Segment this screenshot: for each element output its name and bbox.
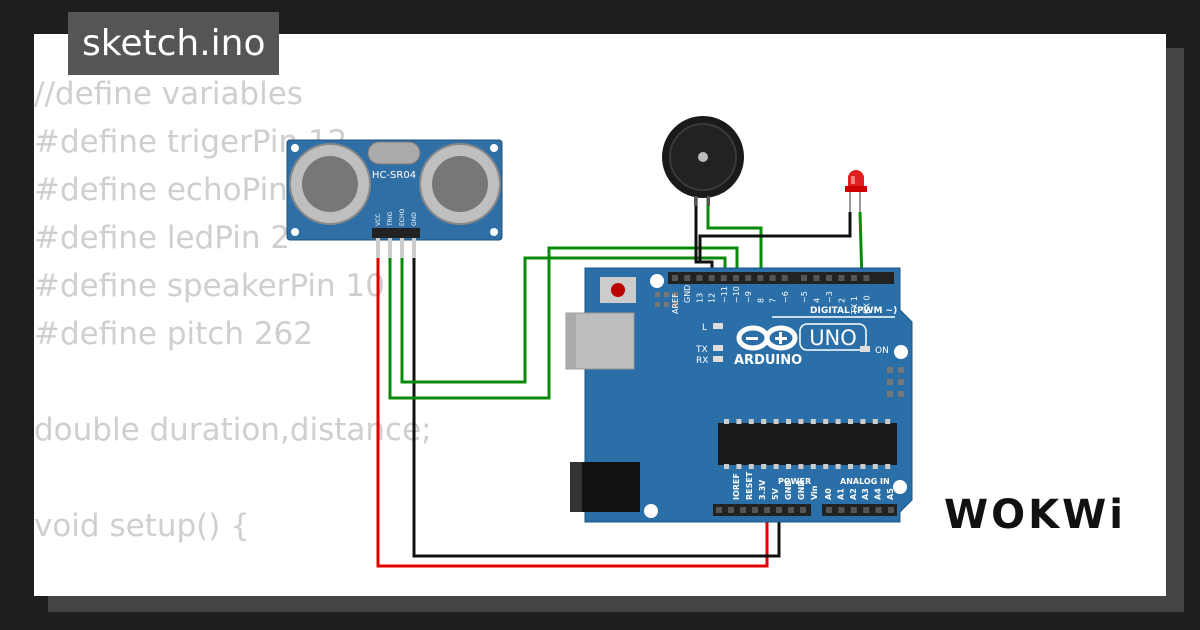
top-pin-label: 2 <box>838 298 847 303</box>
top-pin-label: ~3 <box>825 291 834 303</box>
sensor-pin-label: VCC <box>375 214 382 226</box>
sensor-pin-label: TRIG <box>387 211 394 227</box>
code-line: #define ledPin 2 <box>34 220 291 256</box>
top-pin-label: 4 <box>813 298 822 303</box>
rx-label: RX <box>696 356 708 366</box>
analog-pin-label: A2 <box>849 488 858 500</box>
top-pin-label: 12 <box>708 293 717 303</box>
power-label: POWER <box>778 477 811 486</box>
top-pin-label: GND <box>683 285 692 303</box>
top-pin-label: 8 <box>756 298 765 303</box>
top-pin-label: TX 1 <box>850 296 859 315</box>
top-pin-label: ~6 <box>781 291 790 303</box>
sensor-model-label: HC-SR04 <box>372 170 416 181</box>
analog-label: ANALOG IN <box>840 477 890 486</box>
sensor-pin-label: GND <box>411 212 418 226</box>
code-line: //define variables <box>34 76 303 112</box>
analog-pin-label: A4 <box>874 488 883 500</box>
power-pin-label: RESET <box>745 471 754 500</box>
analog-pin-label: A0 <box>824 488 833 500</box>
red-led <box>845 170 867 212</box>
sensor-pin-label: ECHO <box>399 209 406 226</box>
analog-pin-label: A1 <box>836 488 845 500</box>
analog-pin-label: A3 <box>861 488 870 500</box>
on-label: ON <box>875 346 889 356</box>
wire-buzzer-10 <box>706 198 763 282</box>
wire-vcc-5v <box>376 258 769 568</box>
digital-label: DIGITAL (PWM ~) <box>810 306 897 316</box>
power-pin-label: GND <box>797 480 806 500</box>
code-editor: //define variables#define trigerPin 12#d… <box>34 70 432 550</box>
wire-echo-11 <box>400 256 727 384</box>
ultrasonic-sensor: HC-SR04 VCC TRIG ECHO GND <box>286 139 503 258</box>
top-pin-label: ~5 <box>800 291 809 303</box>
wire-led-gnd <box>698 212 852 262</box>
code-line: double duration,distance; <box>34 412 432 448</box>
top-pin-label: 7 <box>769 298 778 303</box>
tx-label: TX <box>695 345 708 355</box>
l-led-label: L <box>702 323 707 333</box>
code-line: #define pitch 262 <box>34 316 313 352</box>
power-pin-label: 5V <box>771 487 780 500</box>
file-tab: sketch.ino <box>68 12 280 75</box>
wire-gnd-gnd <box>412 258 781 558</box>
top-pin-label: ~10 <box>732 286 741 303</box>
power-pin-label: GND <box>784 480 793 500</box>
wokwi-logo: WOKWi <box>944 492 1126 538</box>
top-pin-label: RX 0 <box>863 295 872 314</box>
wire-trig-12 <box>388 246 739 400</box>
arduino-logo-icon <box>736 325 798 351</box>
top-pin-label: ~11 <box>720 286 729 303</box>
power-pin-label: 3.3V <box>758 479 767 500</box>
code-line: #define speakerPin 10 <box>34 268 385 304</box>
code-line: void setup() { <box>34 508 250 544</box>
top-pin-label: AREF <box>671 293 680 314</box>
power-pin-label: IOREF <box>732 473 741 500</box>
arduino-brand: ARDUINO <box>734 353 802 368</box>
top-pin-label: ~9 <box>744 291 753 303</box>
power-pin-label: Vin <box>810 485 819 500</box>
buzzer <box>662 116 744 206</box>
top-pin-label: 13 <box>695 293 704 303</box>
analog-pin-label: A5 <box>886 488 895 500</box>
arduino-model: UNO <box>809 326 857 350</box>
